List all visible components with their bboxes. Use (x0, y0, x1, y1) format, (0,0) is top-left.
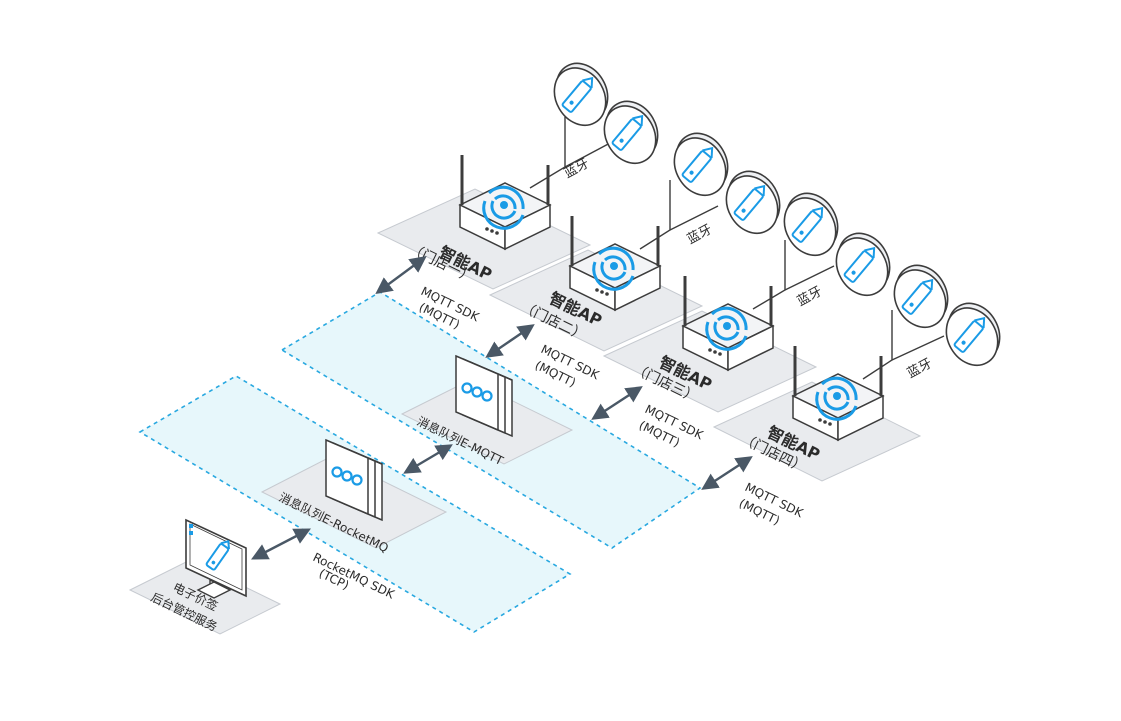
store-platform (712, 381, 922, 482)
arrow-store4-mqtt (701, 456, 753, 490)
bluetooth-label: 蓝牙 (562, 156, 592, 181)
bluetooth-line (529, 117, 566, 189)
bluetooth-line (862, 310, 893, 380)
bluetooth-line (784, 265, 835, 291)
price-tag-icon (825, 223, 901, 306)
bluetooth-line (639, 180, 671, 250)
bluetooth-line (669, 205, 719, 231)
monitor-icon (185, 518, 247, 599)
store-1: 蓝牙 智能AP （门店一） MQTT SDK (MQTT) (376, 53, 669, 332)
arrow-store1-mqtt (375, 256, 427, 294)
bluetooth-label: 蓝牙 (905, 356, 935, 381)
arrow-rocketmq-backend (251, 528, 311, 560)
arrow-mqtt-rocketmq (403, 444, 453, 474)
bluetooth-label: 蓝牙 (685, 222, 715, 247)
bluetooth-line (564, 141, 613, 168)
bluetooth-line (891, 335, 945, 361)
arrow-store2-mqtt (485, 324, 535, 358)
bluetooth-line (752, 240, 786, 310)
bluetooth-label: 蓝牙 (795, 284, 825, 309)
arrow-store3-mqtt (591, 386, 643, 420)
backend-platform (128, 559, 282, 635)
